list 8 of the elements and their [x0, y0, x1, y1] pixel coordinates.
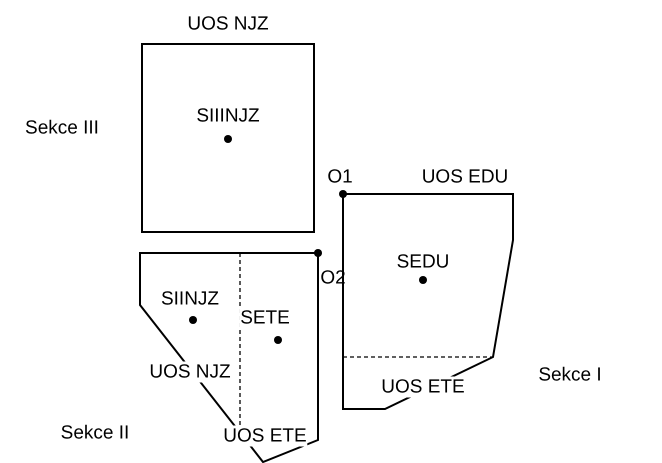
area-label: UOS ETE [380, 376, 466, 398]
area-label: UOS NJZ [148, 362, 232, 382]
area-label: SETE [239, 308, 291, 328]
map-label: Sekce III [24, 118, 100, 138]
map-label: Sekce II [60, 422, 130, 444]
map-label: Sekce I [537, 364, 603, 386]
map-label: O1 [326, 166, 354, 188]
area-label: UOS ETE [222, 426, 308, 446]
